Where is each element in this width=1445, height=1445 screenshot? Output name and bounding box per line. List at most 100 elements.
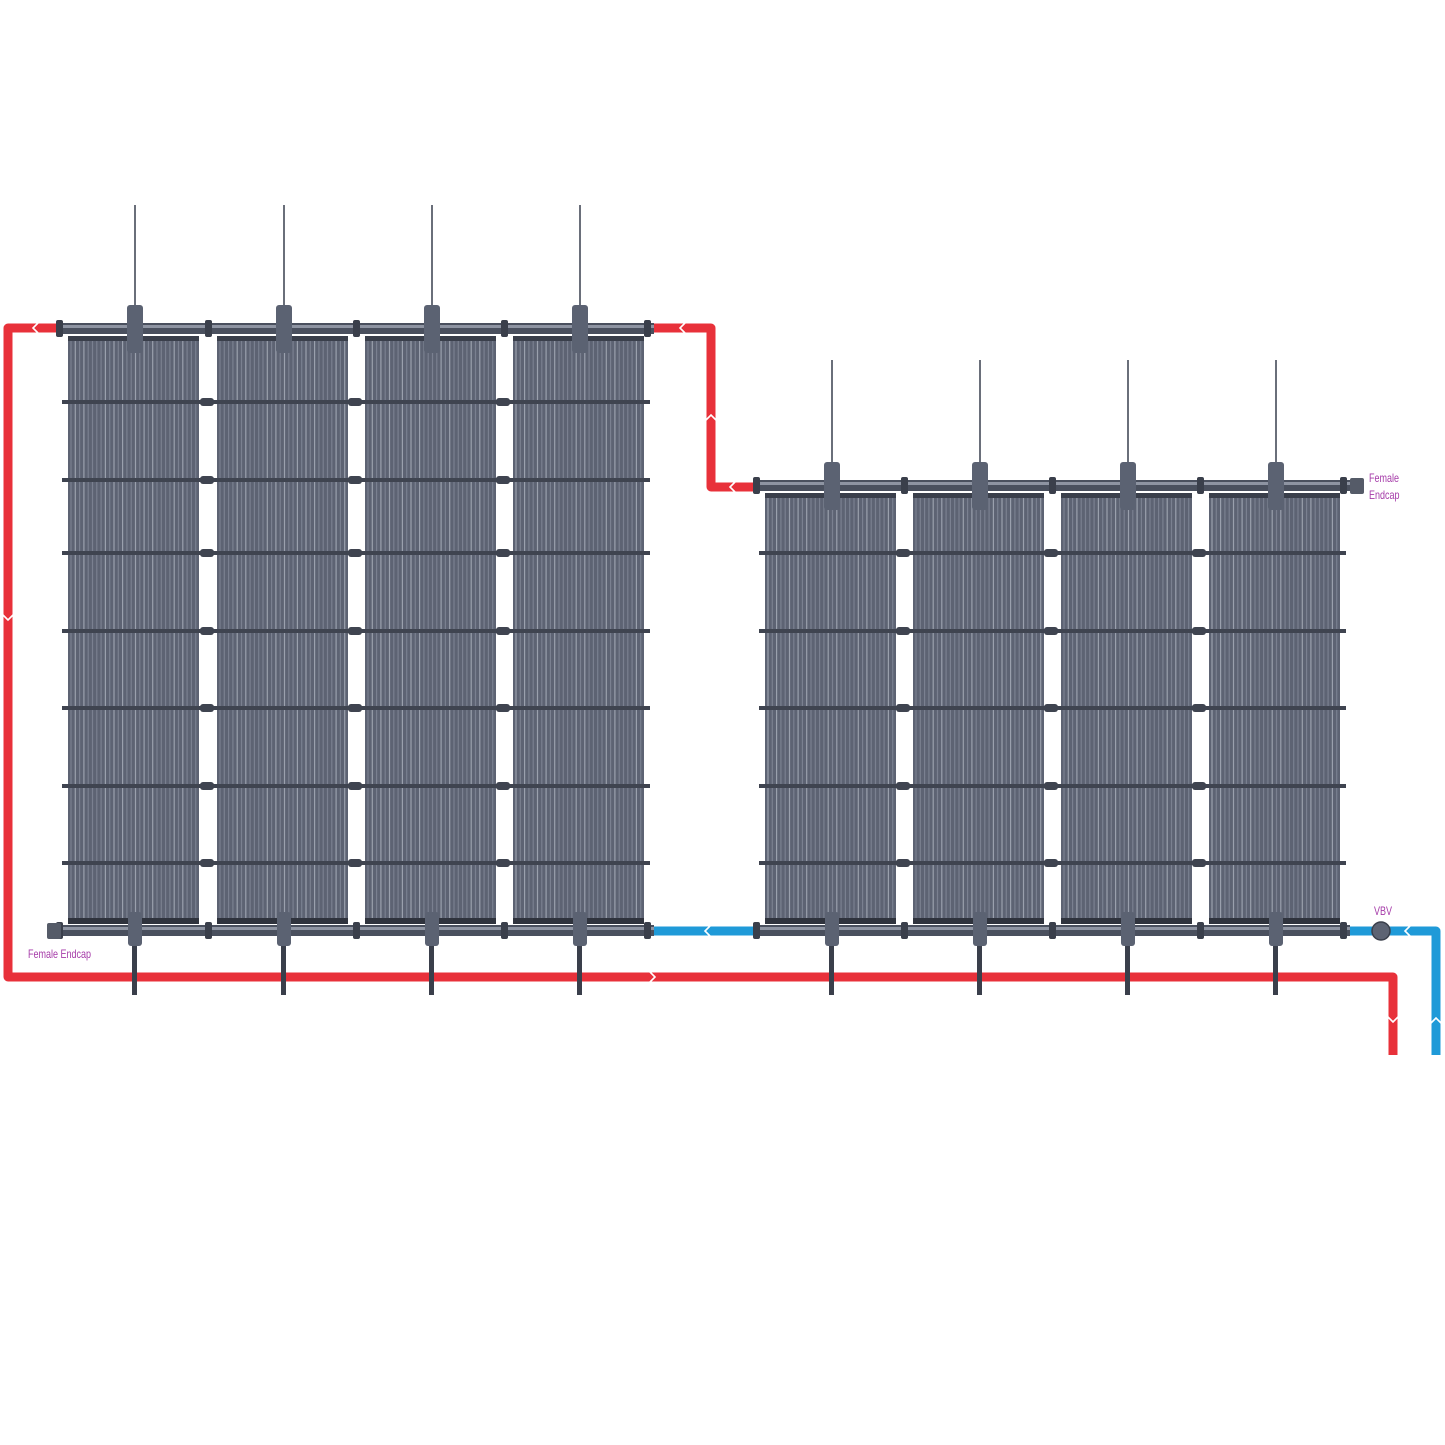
header-coupler	[1197, 477, 1204, 494]
header-coupler	[1340, 922, 1347, 939]
bottom-clamp	[1121, 912, 1135, 946]
header-coupler	[501, 922, 508, 939]
strap-clip	[348, 476, 362, 484]
bottom-mount-rod	[132, 938, 137, 995]
header-coupler	[205, 320, 212, 337]
flow-arrow	[728, 481, 736, 493]
strap-clip	[896, 782, 910, 790]
strap-clip	[1044, 704, 1058, 712]
bottom-mount-rod	[577, 938, 582, 995]
header-coupler	[353, 320, 360, 337]
bottom-clamp	[128, 912, 142, 946]
flow-arrow	[703, 925, 711, 937]
strap-clip	[348, 782, 362, 790]
strap-clip	[200, 627, 214, 635]
bottom-clamp	[425, 912, 439, 946]
strap-clip	[200, 549, 214, 557]
flow-arrow	[1430, 1016, 1442, 1024]
bottom-mount-rod	[1125, 938, 1130, 995]
bottom-mount-rod	[429, 938, 434, 995]
strap-clip	[348, 627, 362, 635]
bottom-mount-rod	[281, 938, 286, 995]
top-clamp	[424, 305, 440, 353]
strap-clip	[1192, 704, 1206, 712]
strap-clip	[1044, 627, 1058, 635]
header-coupler	[753, 922, 760, 939]
strap-clip	[896, 704, 910, 712]
strap-clip	[348, 398, 362, 406]
strap-clip	[1044, 859, 1058, 867]
bottom-clamp	[1269, 912, 1283, 946]
strap-clip	[1192, 549, 1206, 557]
female-endcap-label-left: Female Endcap	[28, 947, 92, 961]
flow-arrow	[1387, 1016, 1399, 1024]
strap-clip	[1044, 549, 1058, 557]
strap-clip	[496, 549, 510, 557]
header-coupler	[1049, 477, 1056, 494]
flow-arrow	[1403, 925, 1411, 937]
bottom-mount-rod	[1273, 938, 1278, 995]
strap-clip	[496, 859, 510, 867]
strap-clip	[496, 782, 510, 790]
upper-left-array	[56, 205, 654, 995]
strap-clip	[1192, 859, 1206, 867]
strap-clip	[896, 859, 910, 867]
flow-arrow	[705, 413, 717, 421]
header-coupler	[644, 320, 651, 337]
vbv-valve-icon	[1371, 921, 1391, 941]
top-clamp	[127, 305, 143, 353]
bottom-clamp	[825, 912, 839, 946]
female-endcap-label-right-line1: Female	[1369, 471, 1400, 485]
bottom-clamp	[573, 912, 587, 946]
strap-clip	[1192, 627, 1206, 635]
strap-clip	[348, 859, 362, 867]
lower-right-array	[753, 360, 1350, 995]
strap-clip	[200, 398, 214, 406]
strap-clip	[896, 549, 910, 557]
top-clamp	[276, 305, 292, 353]
header-coupler	[353, 922, 360, 939]
strap-clip	[496, 398, 510, 406]
header-coupler	[56, 320, 63, 337]
bottom-mount-rod	[977, 938, 982, 995]
flow-arrow	[678, 322, 686, 334]
strap-clip	[200, 782, 214, 790]
flow-arrow	[31, 322, 39, 334]
strap-clip	[896, 627, 910, 635]
header-coupler	[1197, 922, 1204, 939]
strap-clip	[348, 704, 362, 712]
strap-clip	[1192, 782, 1206, 790]
top-clamp	[972, 462, 988, 510]
strap-clip	[496, 627, 510, 635]
flow-arrow	[649, 971, 657, 983]
strap-clip	[200, 704, 214, 712]
vbv-valve-label: VBV	[1374, 904, 1393, 918]
hot-crossover-pipe	[648, 323, 758, 492]
header-coupler	[753, 477, 760, 494]
bottom-mount-rod	[829, 938, 834, 995]
top-clamp	[824, 462, 840, 510]
top-clamp	[572, 305, 588, 353]
hot-return-pipe	[3, 323, 1398, 1055]
header-coupler	[901, 477, 908, 494]
bottom-clamp	[277, 912, 291, 946]
header-coupler	[1049, 922, 1056, 939]
female-endcap-right	[1350, 478, 1364, 494]
female-endcap-left	[47, 923, 61, 939]
flow-arrow	[2, 614, 14, 622]
bottom-clamp	[973, 912, 987, 946]
header-coupler	[1340, 477, 1347, 494]
strap-clip	[348, 549, 362, 557]
header-coupler	[501, 320, 508, 337]
top-clamp	[1120, 462, 1136, 510]
strap-clip	[1044, 782, 1058, 790]
strap-clip	[496, 476, 510, 484]
header-coupler	[901, 922, 908, 939]
header-coupler	[205, 922, 212, 939]
strap-clip	[496, 704, 510, 712]
female-endcap-label-right-line2: Endcap	[1369, 488, 1400, 502]
strap-clip	[200, 859, 214, 867]
strap-clip	[200, 476, 214, 484]
